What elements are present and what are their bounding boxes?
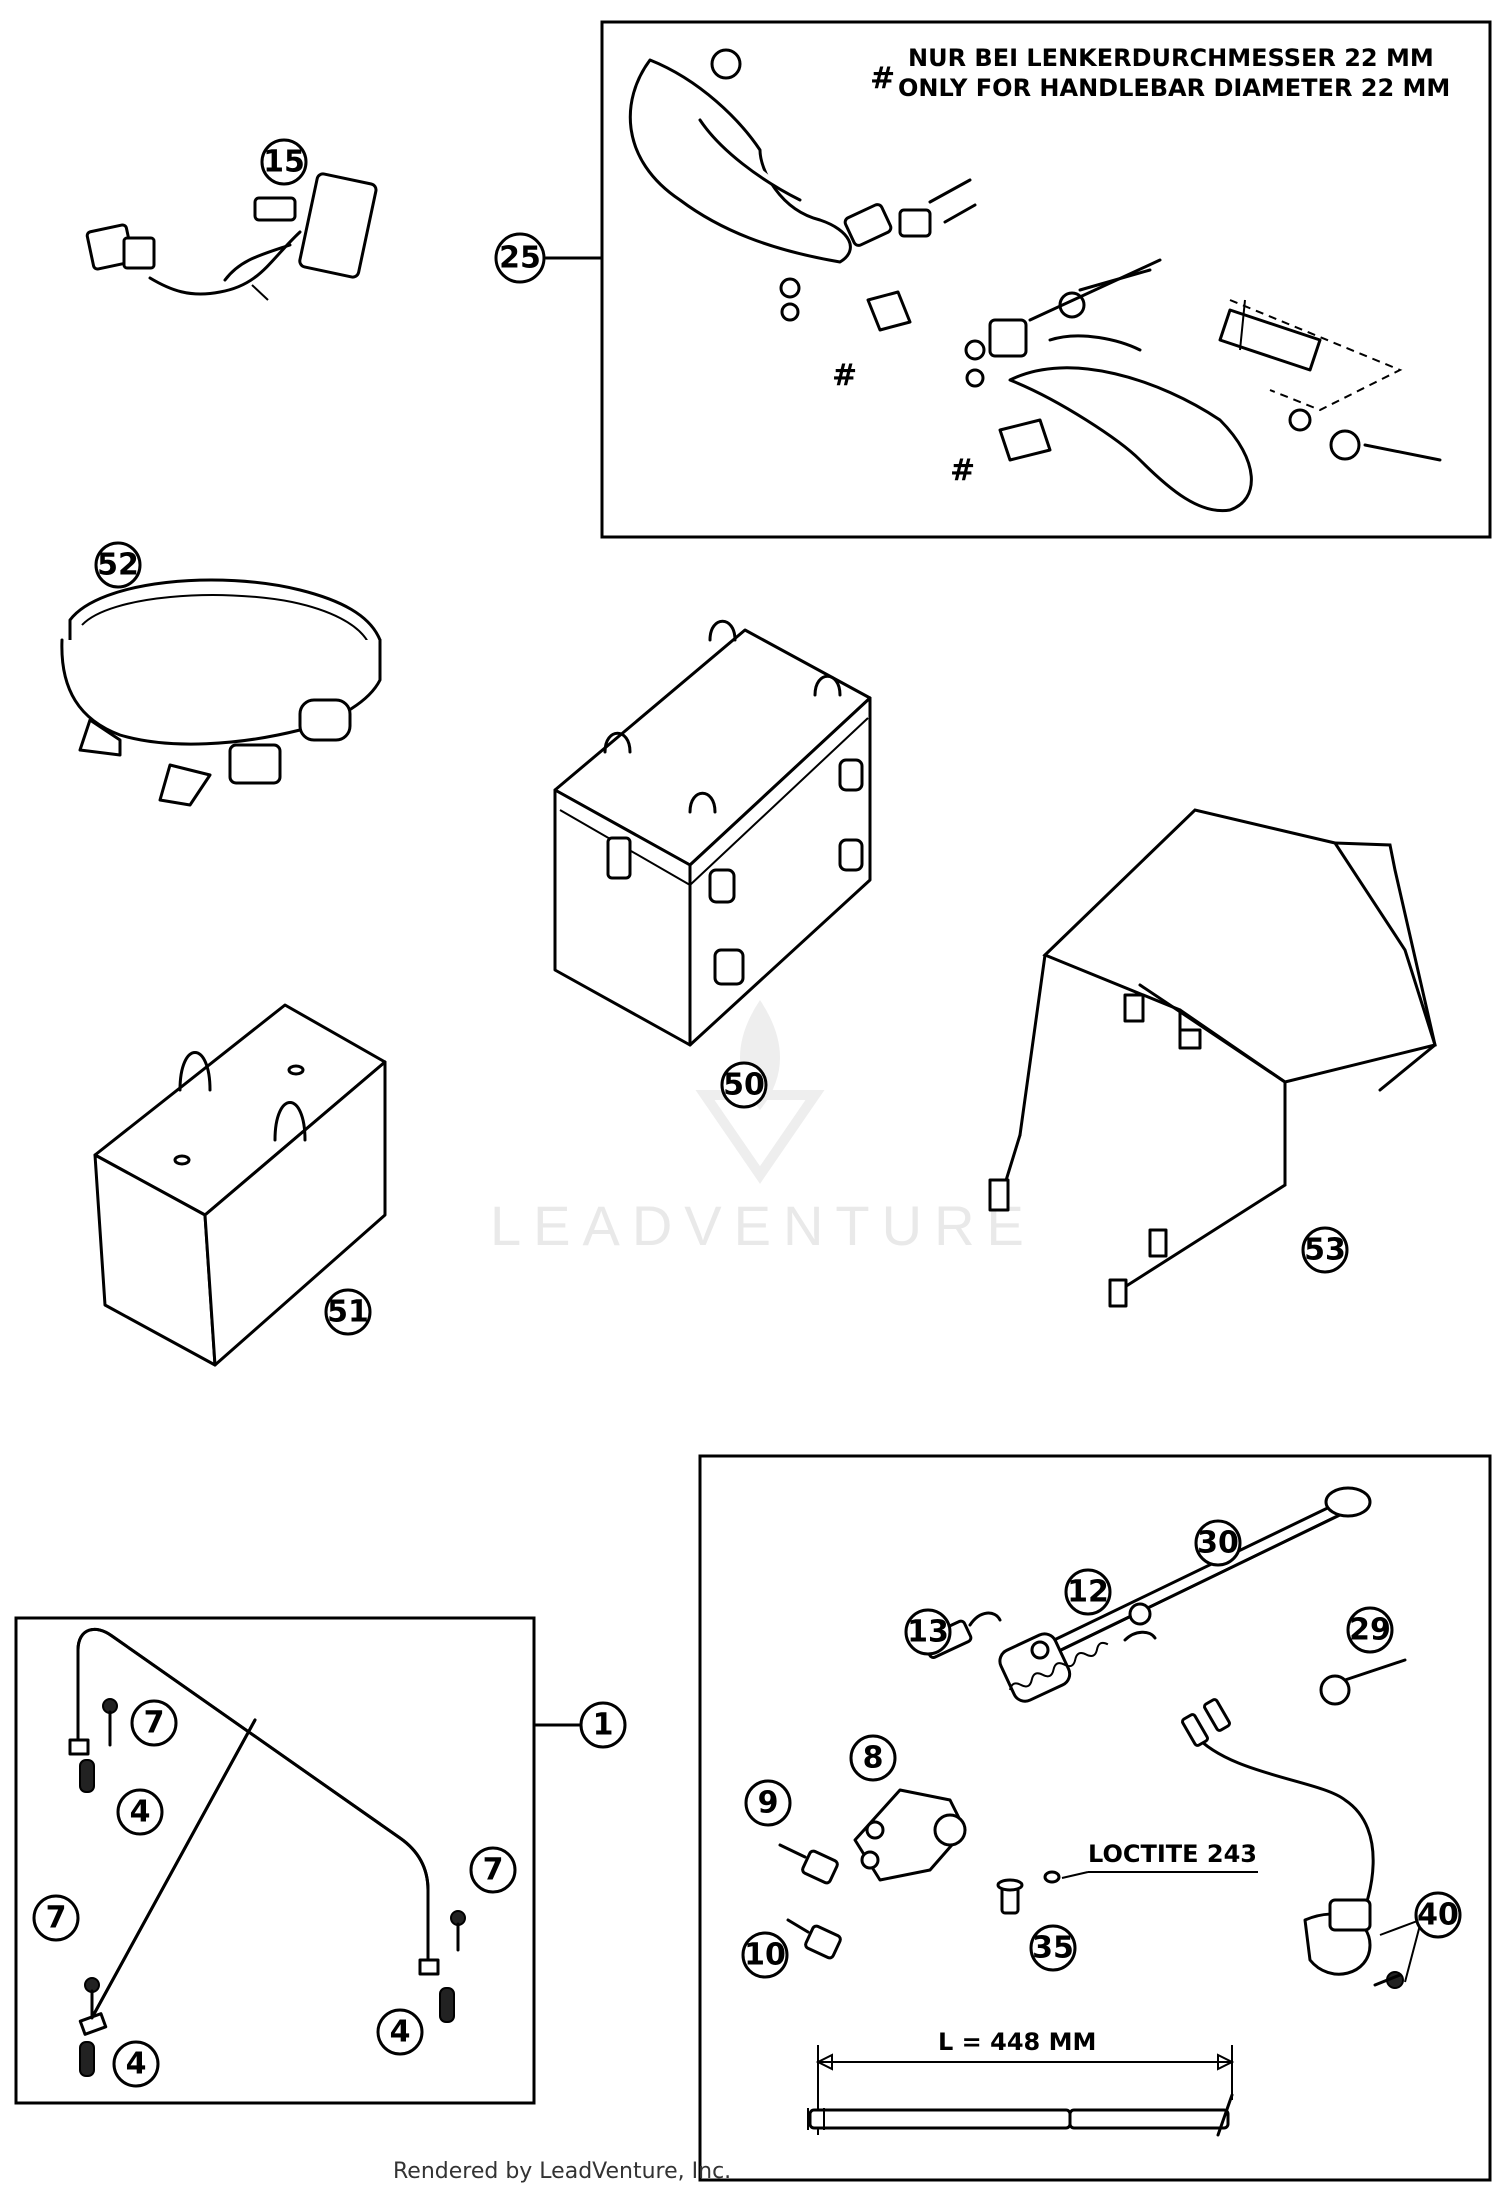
svg-text:7: 7 [46, 1901, 67, 1936]
svg-text:1: 1 [593, 1708, 614, 1743]
svg-text:29: 29 [1349, 1613, 1391, 1648]
svg-text:4: 4 [390, 2015, 411, 2050]
callout-35: 35 [1029, 1924, 1077, 1972]
svg-text:50: 50 [723, 1068, 765, 1103]
cable-length-spec: L = 448 MM [807, 2028, 1235, 2137]
svg-text:15: 15 [263, 145, 305, 180]
svg-text:7: 7 [483, 1853, 504, 1888]
callout-10: 10 [741, 1931, 789, 1979]
callout-53: 53 [1301, 1226, 1349, 1274]
svg-text:4: 4 [130, 1795, 151, 1830]
svg-text:52: 52 [97, 548, 139, 583]
part-1-grab-handle [68, 1627, 466, 2077]
parts-9-10-bolts [778, 1843, 842, 1960]
svg-text:#: # [950, 453, 975, 488]
hash-markers: # # [832, 358, 975, 488]
callout-7-top-left: 7 [130, 1699, 178, 1747]
callout-1: 1 [579, 1701, 627, 1749]
svg-text:12: 12 [1067, 1575, 1109, 1610]
svg-text:4: 4 [126, 2047, 147, 2082]
callout-40: 40 [1414, 1891, 1462, 1939]
length-label: L = 448 MM [938, 2028, 1096, 2056]
watermark: LEADVENTURE [490, 1000, 1036, 1257]
part-35-screw [996, 1870, 1061, 1915]
part-52-tank-bag [60, 578, 382, 807]
part-25-handguards [628, 48, 1442, 513]
grab-handle-frame [14, 1616, 536, 2105]
part-40-switch [1181, 1698, 1421, 1989]
svg-text:35: 35 [1032, 1931, 1074, 1966]
svg-text:8: 8 [863, 1741, 884, 1776]
svg-text:51: 51 [327, 1295, 369, 1330]
callout-25: 25 [494, 232, 546, 284]
svg-text:13: 13 [907, 1615, 949, 1650]
callout-8: 8 [849, 1734, 897, 1782]
part-51-inner-bag [93, 1003, 387, 1367]
svg-text:9: 9 [758, 1786, 779, 1821]
svg-text:#: # [870, 61, 895, 96]
part-53-carrier [988, 808, 1437, 1308]
callout-52: 52 [94, 541, 142, 589]
footer-credit: Rendered by LeadVenture, Inc. [393, 2159, 731, 2184]
handguard-frame [600, 20, 1492, 539]
svg-text:10: 10 [744, 1938, 786, 1973]
callout-4-right: 4 [376, 2008, 424, 2056]
svg-text:25: 25 [499, 241, 541, 276]
part-30-side-stand [998, 1486, 1372, 1703]
callout-7-right: 7 [469, 1846, 517, 1894]
callout-13: 13 [904, 1608, 952, 1656]
callout-15: 15 [260, 138, 308, 186]
callout-12: 12 [1064, 1568, 1112, 1616]
side-stand-frame [698, 1454, 1492, 2182]
svg-text:53: 53 [1304, 1233, 1346, 1268]
callout-4-top-left: 4 [116, 1788, 164, 1836]
svg-text:#: # [832, 358, 857, 393]
note-english: ONLY FOR HANDLEBAR DIAMETER 22 MM [898, 74, 1450, 102]
part-50-pannier-box [553, 619, 872, 1047]
callout-29: 29 [1346, 1606, 1394, 1654]
callout-51: 51 [324, 1288, 372, 1336]
part-15-wiring [85, 172, 378, 301]
handguard-note: # NUR BEI LENKERDURCHMESSER 22 MM ONLY F… [870, 44, 1450, 102]
part-8-bracket [853, 1788, 967, 1882]
svg-text:40: 40 [1417, 1898, 1459, 1933]
svg-text:30: 30 [1197, 1526, 1239, 1561]
part-29-cable-tie [1319, 1658, 1407, 1706]
callout-9: 9 [744, 1779, 792, 1827]
callout-50: 50 [720, 1061, 768, 1109]
callout-4-bottom-left: 4 [112, 2040, 160, 2088]
watermark-text: LEADVENTURE [490, 1194, 1036, 1257]
note-german: NUR BEI LENKERDURCHMESSER 22 MM [908, 44, 1434, 72]
callout-7-bottom-left: 7 [32, 1894, 80, 1942]
callout-30: 30 [1194, 1519, 1242, 1567]
loctite-label: LOCTITE 243 [1088, 1840, 1257, 1868]
loctite-leader [1061, 1871, 1089, 1879]
svg-text:7: 7 [144, 1706, 165, 1741]
